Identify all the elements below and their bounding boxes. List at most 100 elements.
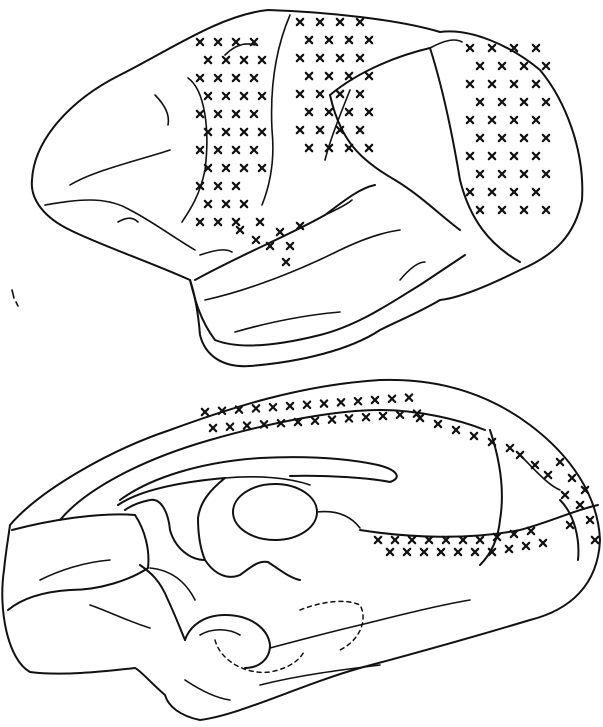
medial-x-marker (338, 399, 344, 405)
medial-x-marker (363, 414, 369, 420)
medial-x-marker (421, 549, 427, 555)
corpus-callosum-upper (120, 457, 397, 500)
lateral-x-marker (233, 39, 239, 45)
lateral-x-marker (326, 73, 332, 79)
medial-x-marker (389, 396, 395, 402)
medial-x-marker (435, 421, 441, 427)
amygdala-dashed (215, 640, 305, 672)
lateral-x-marker (205, 129, 211, 135)
lateral-x-marker (477, 99, 483, 105)
lateral-x-marker (511, 45, 517, 51)
lateral-x-marker (287, 243, 293, 249)
lateral-x-marker (259, 57, 265, 63)
lateral-x-marker (489, 153, 495, 159)
lateral-x-marker (357, 127, 363, 133)
lateral-x-marker (346, 109, 352, 115)
lateral-x-marker (357, 91, 363, 97)
lateral-x-marker (357, 55, 363, 61)
lateral-x-marker (205, 201, 211, 207)
lateral-x-marker (215, 147, 221, 153)
lateral-x-marker (521, 207, 527, 213)
lateral-x-marker (499, 135, 505, 141)
lateral-x-marker (543, 207, 549, 213)
orbitofrontal-sulcus (90, 605, 150, 628)
medial-x-marker (404, 549, 410, 555)
lateral-x-marker (346, 37, 352, 43)
sylvian-branch (325, 200, 352, 215)
lateral-x-marker (297, 19, 303, 25)
lateral-x-marker (346, 145, 352, 151)
lateral-x-marker (521, 135, 527, 141)
optic-chiasm-region (150, 568, 195, 600)
lateral-x-marker (477, 171, 483, 177)
lateral-x-markers (197, 19, 549, 265)
medial-x-marker (592, 537, 598, 543)
lateral-x-marker (489, 189, 495, 195)
lateral-x-marker (366, 73, 372, 79)
lateral-x-marker (205, 93, 211, 99)
medial-x-marker (532, 462, 538, 468)
occipitotemporal-sulcus (400, 262, 425, 280)
lateral-x-marker (205, 57, 211, 63)
lateral-x-marker (223, 57, 229, 63)
lateral-x-marker (326, 109, 332, 115)
lateral-x-marker (215, 183, 221, 189)
medial-x-marker (567, 522, 573, 528)
medial-x-marker (557, 459, 563, 465)
arcuate-sulcus (182, 78, 207, 222)
lateral-x-marker (251, 147, 257, 153)
medial-x-marker (346, 415, 352, 421)
uncus-inner (200, 630, 240, 635)
lateral-x-marker (297, 91, 303, 97)
lateral-x-marker (499, 171, 505, 177)
lateral-x-marker (233, 147, 239, 153)
lateral-x-marker (366, 37, 372, 43)
lateral-x-marker (233, 183, 239, 189)
medial-x-marker (460, 537, 466, 543)
central-sulcus (262, 15, 290, 205)
lateral-x-marker (233, 111, 239, 117)
lateral-x-marker (283, 259, 289, 265)
inferior-temporal-sulcus (235, 312, 340, 332)
medial-x-marker (506, 546, 512, 552)
lateral-x-marker (197, 75, 203, 81)
medial-x-marker (329, 416, 335, 422)
lateral-x-marker (259, 129, 265, 135)
medial-x-marker (545, 472, 551, 478)
lateral-x-marker (306, 109, 312, 115)
lateral-x-marker (215, 39, 221, 45)
lateral-x-marker (241, 93, 247, 99)
lateral-x-marker (257, 219, 263, 225)
lateral-x-marker (533, 189, 539, 195)
lateral-x-marker (223, 129, 229, 135)
medial-x-marker (528, 528, 534, 534)
lateral-x-marker (521, 171, 527, 177)
lateral-x-marker (489, 81, 495, 87)
occipital-fold (430, 40, 462, 48)
medial-x-marker (227, 424, 233, 430)
lateral-x-marker (241, 57, 247, 63)
lateral-x-marker (233, 75, 239, 81)
medial-x-marker (523, 543, 529, 549)
medial-x-marker (397, 412, 403, 418)
temporal-pole-notch (200, 250, 232, 255)
lateral-x-marker (317, 55, 323, 61)
orbital-contour (45, 200, 195, 250)
lateral-x-marker (197, 111, 203, 117)
lateral-x-marker (477, 135, 483, 141)
medial-x-marker (477, 537, 483, 543)
superior-temporal-sulcus (205, 230, 400, 300)
medial-x-marker (577, 502, 583, 508)
lateral-x-marker (543, 171, 549, 177)
stray-mark-left (12, 290, 18, 306)
lateral-x-marker (489, 45, 495, 51)
lateral-x-marker (337, 55, 343, 61)
medial-x-marker (244, 422, 250, 428)
medial-x-marker (253, 405, 259, 411)
lateral-x-marker (467, 117, 473, 123)
medial-x-marker (304, 402, 310, 408)
lateral-x-marker (499, 63, 505, 69)
lateral-x-marker (467, 45, 473, 51)
lateral-x-marker (337, 19, 343, 25)
lateral-x-marker (499, 99, 505, 105)
